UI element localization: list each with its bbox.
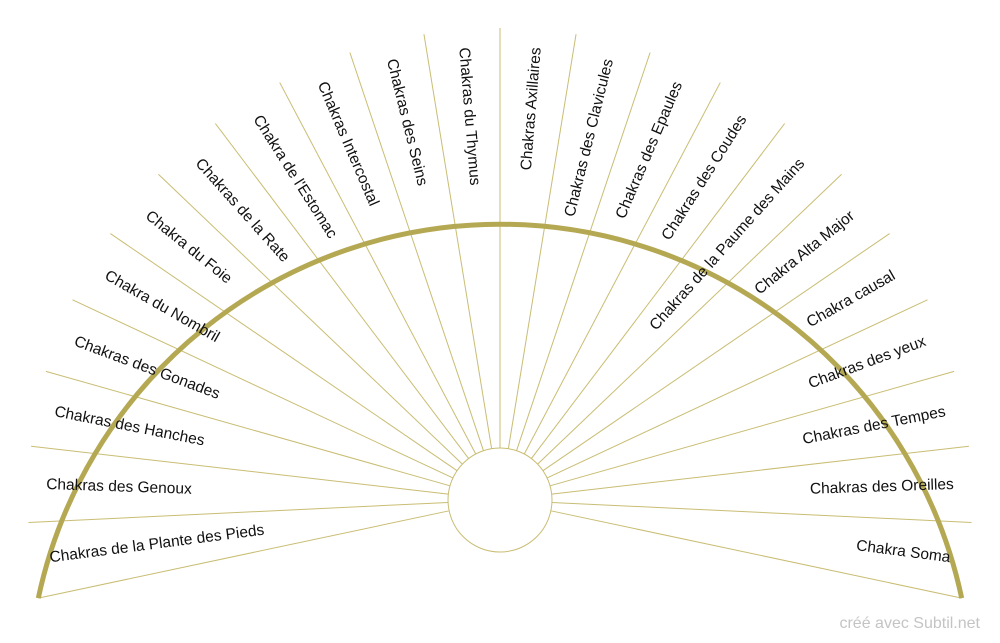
sector-label: Chakras du Thymus — [455, 47, 483, 187]
sector-divider — [516, 52, 651, 451]
sector-label: Chakras des Clavicules — [562, 57, 617, 219]
footer-credit: créé avec Subtil.net — [839, 615, 980, 632]
sector-divider — [38, 510, 450, 599]
sector-label: Chakra du Foie — [142, 207, 235, 287]
sector-label: Chakras des Gonades — [72, 333, 223, 403]
sector-divider — [349, 52, 484, 451]
sector-divider — [523, 82, 721, 455]
sector-label: Chakras des Oreilles — [810, 476, 955, 498]
sector-divider — [537, 173, 842, 465]
sector-divider — [546, 299, 928, 479]
sector-divider — [542, 233, 890, 472]
sector-divider — [28, 501, 449, 523]
sector-label: Chakra causal — [804, 267, 898, 331]
sector-divider — [158, 173, 463, 465]
sector-divider — [549, 370, 955, 487]
sector-label: Chakras de la Plante des Pieds — [49, 522, 266, 567]
sector-label: Chakras Intercostal — [314, 79, 382, 208]
sector-label: Chakras des Genoux — [46, 476, 192, 498]
sector-divider — [551, 445, 969, 495]
sector-divider — [279, 82, 477, 455]
sector-divider — [72, 299, 454, 479]
sector-divider — [31, 445, 449, 495]
sector-label: Chakra Soma — [855, 537, 952, 566]
sector-divider — [110, 233, 458, 472]
sector-label: Chakras de la Rate — [192, 155, 293, 265]
sector-divider — [530, 123, 786, 459]
sector-label: Chakras des Epaules — [613, 79, 687, 221]
outer-rim — [35, 221, 965, 599]
sector-divider — [214, 123, 470, 459]
sector-divider — [551, 501, 972, 523]
sector-label: Chakra du Nombril — [102, 267, 223, 346]
sector-label: Chakras de la Paume des Mains — [646, 155, 808, 334]
sector-label: Chakras Axillaires — [518, 47, 545, 171]
sector-label: Chakras des Seins — [383, 57, 431, 188]
sector-label: Chakra Alta Major — [751, 207, 857, 298]
center-hub — [447, 447, 553, 553]
sector-divider — [45, 370, 451, 487]
sector-divider — [507, 34, 577, 449]
sector-divider — [423, 34, 493, 449]
sector-dividers — [28, 28, 972, 599]
sector-divider — [550, 510, 962, 599]
